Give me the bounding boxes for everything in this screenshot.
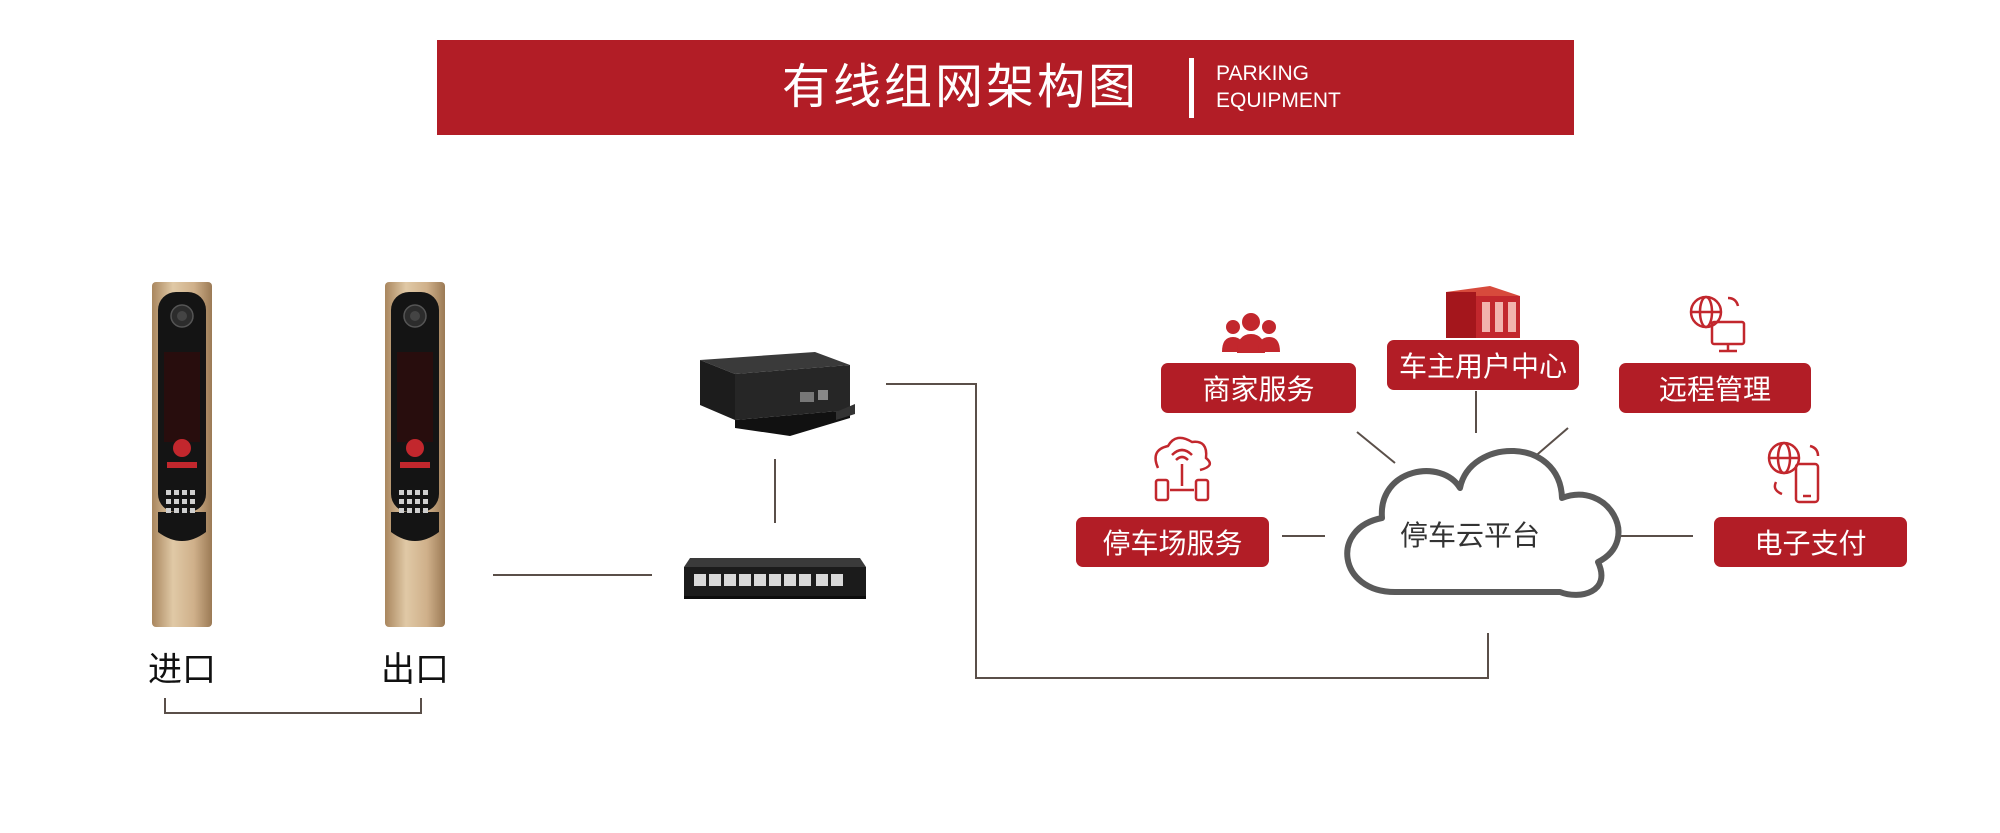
banner-subtitle: PARKING EQUIPMENT — [1216, 60, 1341, 114]
remote-connector — [1531, 427, 1569, 460]
exit-kiosk — [385, 282, 445, 627]
banner-title: 有线组网架构图 — [782, 59, 1140, 115]
banner-subtitle-line1: PARKING — [1216, 62, 1309, 85]
exit-label: 出口 — [381, 650, 449, 690]
server-icon — [1446, 286, 1520, 338]
banner-divider — [1189, 58, 1194, 118]
wifi-phones-icon — [1154, 436, 1212, 502]
cloud-shape — [1344, 447, 1622, 598]
parking-service-badge: 停车场服务 — [1076, 517, 1269, 567]
cloud-platform-label: 停车云平台 — [1399, 519, 1540, 552]
entry-label: 进口 — [148, 650, 216, 690]
entry-kiosk — [152, 282, 212, 627]
header-banner: 有线组网架构图 PARKING EQUIPMENT — [437, 40, 1574, 135]
merchant-connector — [1356, 431, 1396, 464]
globe-phone-icon — [1767, 441, 1820, 504]
electronic-payment-badge: 电子支付 — [1714, 517, 1907, 567]
merchant-service-badge: 商家服务 — [1161, 363, 1356, 413]
controller-box — [700, 352, 855, 436]
owner-center-badge: 车主用户中心 — [1387, 340, 1579, 390]
controller-to-cloud-line — [886, 383, 1489, 679]
entry-exit-bracket — [164, 698, 422, 714]
network-switch — [684, 558, 866, 599]
people-icon — [1222, 313, 1280, 353]
connection-lines — [164, 383, 1693, 714]
globe-computer-icon — [1689, 295, 1746, 353]
banner-subtitle-line2: EQUIPMENT — [1216, 89, 1341, 112]
remote-management-badge: 远程管理 — [1619, 363, 1811, 413]
